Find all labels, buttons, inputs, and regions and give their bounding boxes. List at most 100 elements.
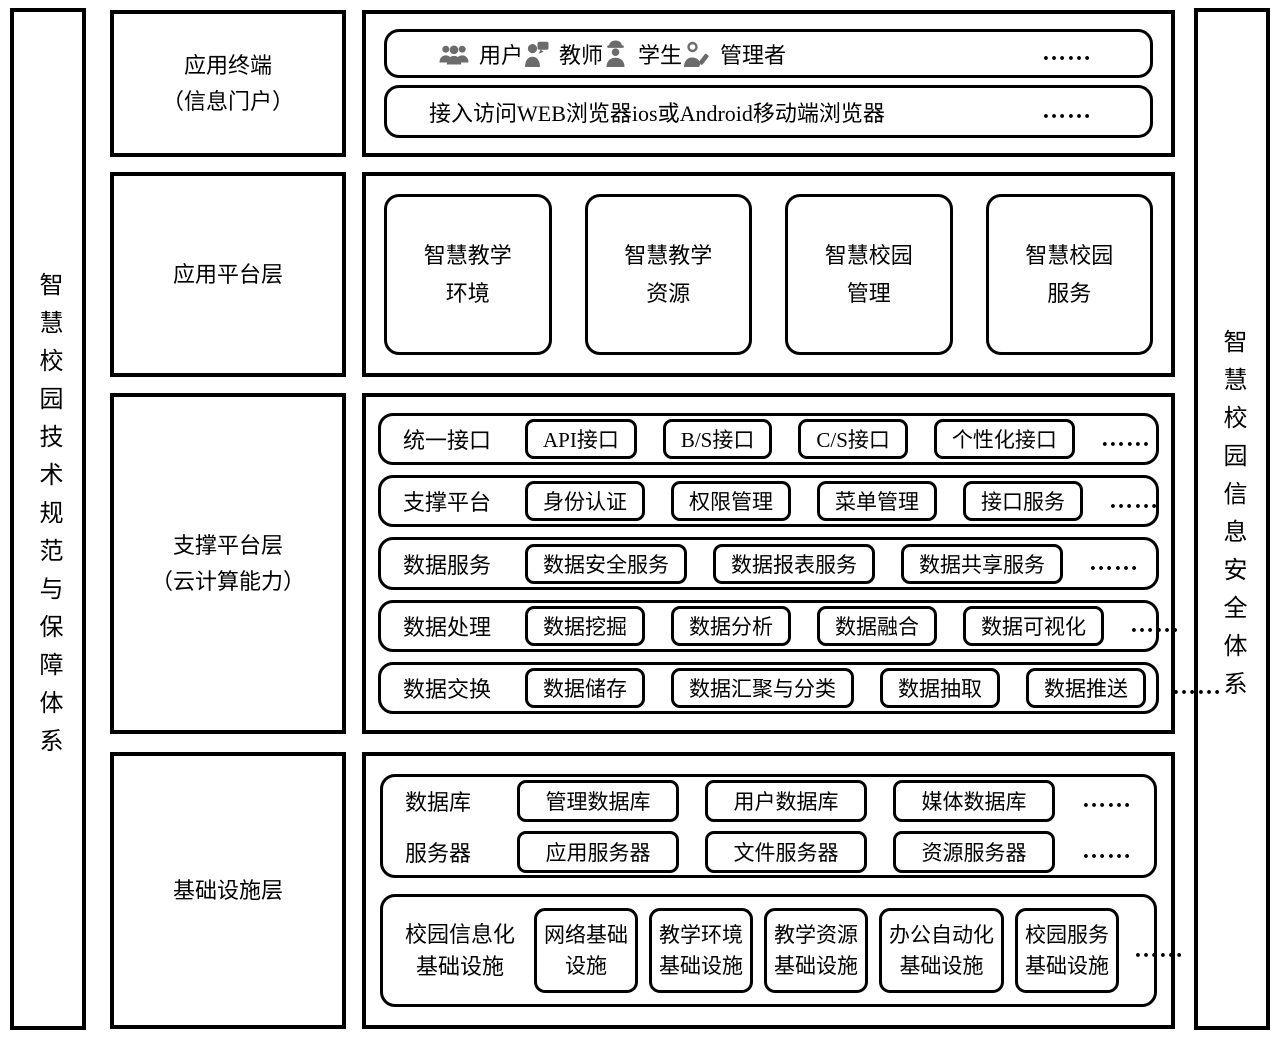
support-row-support-platform: 支撑平台 身份认证 权限管理 菜单管理 接口服务 …… [378, 475, 1159, 528]
app-box-smart-teaching-environment: 智慧教学 环境 [384, 194, 552, 355]
manager-icon [682, 41, 710, 67]
row-label: 统一接口 [403, 428, 492, 454]
chip: 文件服务器 [705, 830, 867, 873]
chip-line1: 网络基础 [544, 923, 628, 948]
database-server-box: 数据库 管理数据库 用户数据库 媒体数据库 …… 服务器 应用服务器 文件服务器… [380, 774, 1157, 878]
infrastructure-content: 数据库 管理数据库 用户数据库 媒体数据库 …… 服务器 应用服务器 文件服务器… [362, 752, 1183, 1029]
ellipsis-text: …… [1042, 98, 1092, 124]
server-row: 服务器 应用服务器 文件服务器 资源服务器 …… [405, 830, 1132, 873]
chip: 数据推送 [1026, 667, 1146, 708]
student-icon [603, 40, 628, 67]
user-type-label: 用户 [479, 42, 524, 68]
app-box-line2: 环境 [445, 280, 490, 306]
user-type-teacher: 教师 [523, 38, 603, 70]
app-box-line2: 管理 [846, 280, 891, 306]
ellipsis-text: …… [1082, 838, 1132, 864]
chip: 媒体数据库 [893, 779, 1055, 822]
row-label: 数据库 [405, 789, 472, 815]
support-row-unified-interface: 统一接口 API接口 B/S接口 C/S接口 个性化接口 …… [378, 413, 1159, 466]
platform-content: 智慧教学 环境 智慧教学 资源 智慧校园 管理 智慧校园 服务 [362, 172, 1175, 377]
access-method: ios或Android移动端 [631, 100, 819, 126]
facilities-label-line1: 校园信息化 [404, 921, 515, 947]
app-box-line1: 智慧校园 [824, 243, 913, 269]
app-box-line1: 智慧教学 [423, 243, 512, 269]
support-row-data-services: 数据服务 数据安全服务 数据报表服务 数据共享服务 …… [378, 537, 1159, 590]
user-type-users: 用户 [439, 38, 523, 70]
app-box-smart-campus-management: 智慧校园 管理 [785, 194, 953, 355]
layer-label-platform: 应用平台层 [110, 172, 346, 377]
ellipsis-text: …… [1089, 550, 1139, 576]
chip: 数据安全服务 [525, 543, 687, 584]
ellipsis-text: …… [1100, 425, 1151, 452]
row-label: 服务器 [405, 840, 472, 866]
chip: B/S接口 [662, 419, 773, 460]
app-box-line2: 服务 [1047, 280, 1092, 306]
user-types-row: 用户 教师 [384, 29, 1153, 78]
database-row: 数据库 管理数据库 用户数据库 媒体数据库 …… [405, 779, 1132, 822]
chip: 数据抽取 [880, 667, 1000, 708]
chip: 管理数据库 [517, 779, 679, 822]
chip: 身份认证 [525, 481, 645, 522]
chip: 资源服务器 [893, 830, 1055, 873]
user-type-label: 管理者 [720, 42, 787, 68]
access-method: WEB浏览器 [517, 100, 632, 126]
facilities-label: 校园信息化 基础设施 [397, 919, 523, 983]
chip: 菜单管理 [817, 481, 937, 522]
app-box-smart-teaching-resources: 智慧教学 资源 [584, 194, 752, 355]
chip: 数据融合 [817, 605, 937, 646]
support-row-data-processing: 数据处理 数据挖掘 数据分析 数据融合 数据可视化 …… [378, 599, 1179, 652]
chip-teaching-environment-infrastructure: 教学环境 基础设施 [649, 908, 753, 993]
user-type-manager: 管理者 [682, 38, 786, 70]
chip: 个性化接口 [933, 419, 1075, 460]
chip-line1: 校园服务 [1025, 923, 1109, 948]
chip: 应用服务器 [517, 830, 679, 873]
users-icon [439, 43, 469, 65]
facilities-label-line2: 基础设施 [415, 953, 504, 979]
chip-line2: 设施 [565, 953, 607, 978]
layer-label-terminal: 应用终端 （信息门户） [110, 10, 346, 157]
campus-facilities-box: 校园信息化 基础设施 网络基础 设施 教学环境 基础设施 教学资源 基础设施 办… [380, 894, 1183, 1007]
layer-label-support: 支撑平台层 （云计算能力） [110, 393, 346, 734]
chip: 接口服务 [963, 481, 1083, 522]
infrastructure-label-line1: 基础设施层 [172, 877, 283, 903]
chip-teaching-resources-infrastructure: 教学资源 基础设施 [764, 908, 868, 993]
terminal-label-line1: 应用终端 [183, 53, 272, 79]
chip: 数据共享服务 [901, 543, 1063, 584]
chip: API接口 [525, 419, 637, 460]
chip: 数据挖掘 [525, 605, 645, 646]
app-box-smart-campus-services: 智慧校园 服务 [985, 194, 1153, 355]
right-pillar: 智慧校园信息安全体系 [1194, 8, 1270, 1030]
chip: 数据储存 [525, 667, 645, 708]
app-box-line1: 智慧校园 [1025, 243, 1114, 269]
row-label: 数据处理 [403, 614, 492, 640]
support-label-line1: 支撑平台层 [172, 533, 283, 559]
chip-network-infrastructure: 网络基础 设施 [534, 908, 638, 993]
support-label-line2: （云计算能力） [150, 568, 305, 594]
chip-line2: 基础设施 [899, 953, 984, 978]
chip: 数据可视化 [963, 605, 1104, 646]
chip-line2: 基础设施 [659, 953, 743, 978]
ellipsis-text: …… [1130, 612, 1180, 639]
ellipsis-text: …… [1082, 787, 1132, 813]
teacher-icon [523, 41, 549, 67]
platform-label-line1: 应用平台层 [172, 261, 283, 287]
chip: 权限管理 [671, 481, 791, 522]
user-type-student: 学生 [603, 38, 682, 70]
support-content: 统一接口 API接口 B/S接口 C/S接口 个性化接口 …… 支撑平台 身份认… [362, 393, 1221, 734]
chip: 数据报表服务 [713, 543, 875, 584]
chip: 数据汇聚与分类 [671, 667, 854, 708]
chip-campus-services-infrastructure: 校园服务 基础设施 [1015, 908, 1119, 993]
left-pillar: 智慧校园技术规范与保障体系 [10, 8, 86, 1030]
chip-line1: 教学环境 [659, 923, 743, 948]
ellipsis-text: …… [1172, 674, 1222, 701]
chip-office-automation-infrastructure: 办公自动化 基础设施 [879, 908, 1004, 993]
chip: 数据分析 [671, 605, 791, 646]
right-pillar-label: 智慧校园信息安全体系 [1219, 329, 1245, 709]
chip: C/S接口 [798, 419, 908, 460]
terminal-content: 用户 教师 [362, 10, 1175, 157]
support-row-data-exchange: 数据交换 数据储存 数据汇聚与分类 数据抽取 数据推送 …… [378, 661, 1221, 715]
access-method: 浏览器 [818, 100, 885, 126]
ellipsis-text: …… [1109, 487, 1159, 514]
chip-line2: 基础设施 [774, 953, 858, 978]
